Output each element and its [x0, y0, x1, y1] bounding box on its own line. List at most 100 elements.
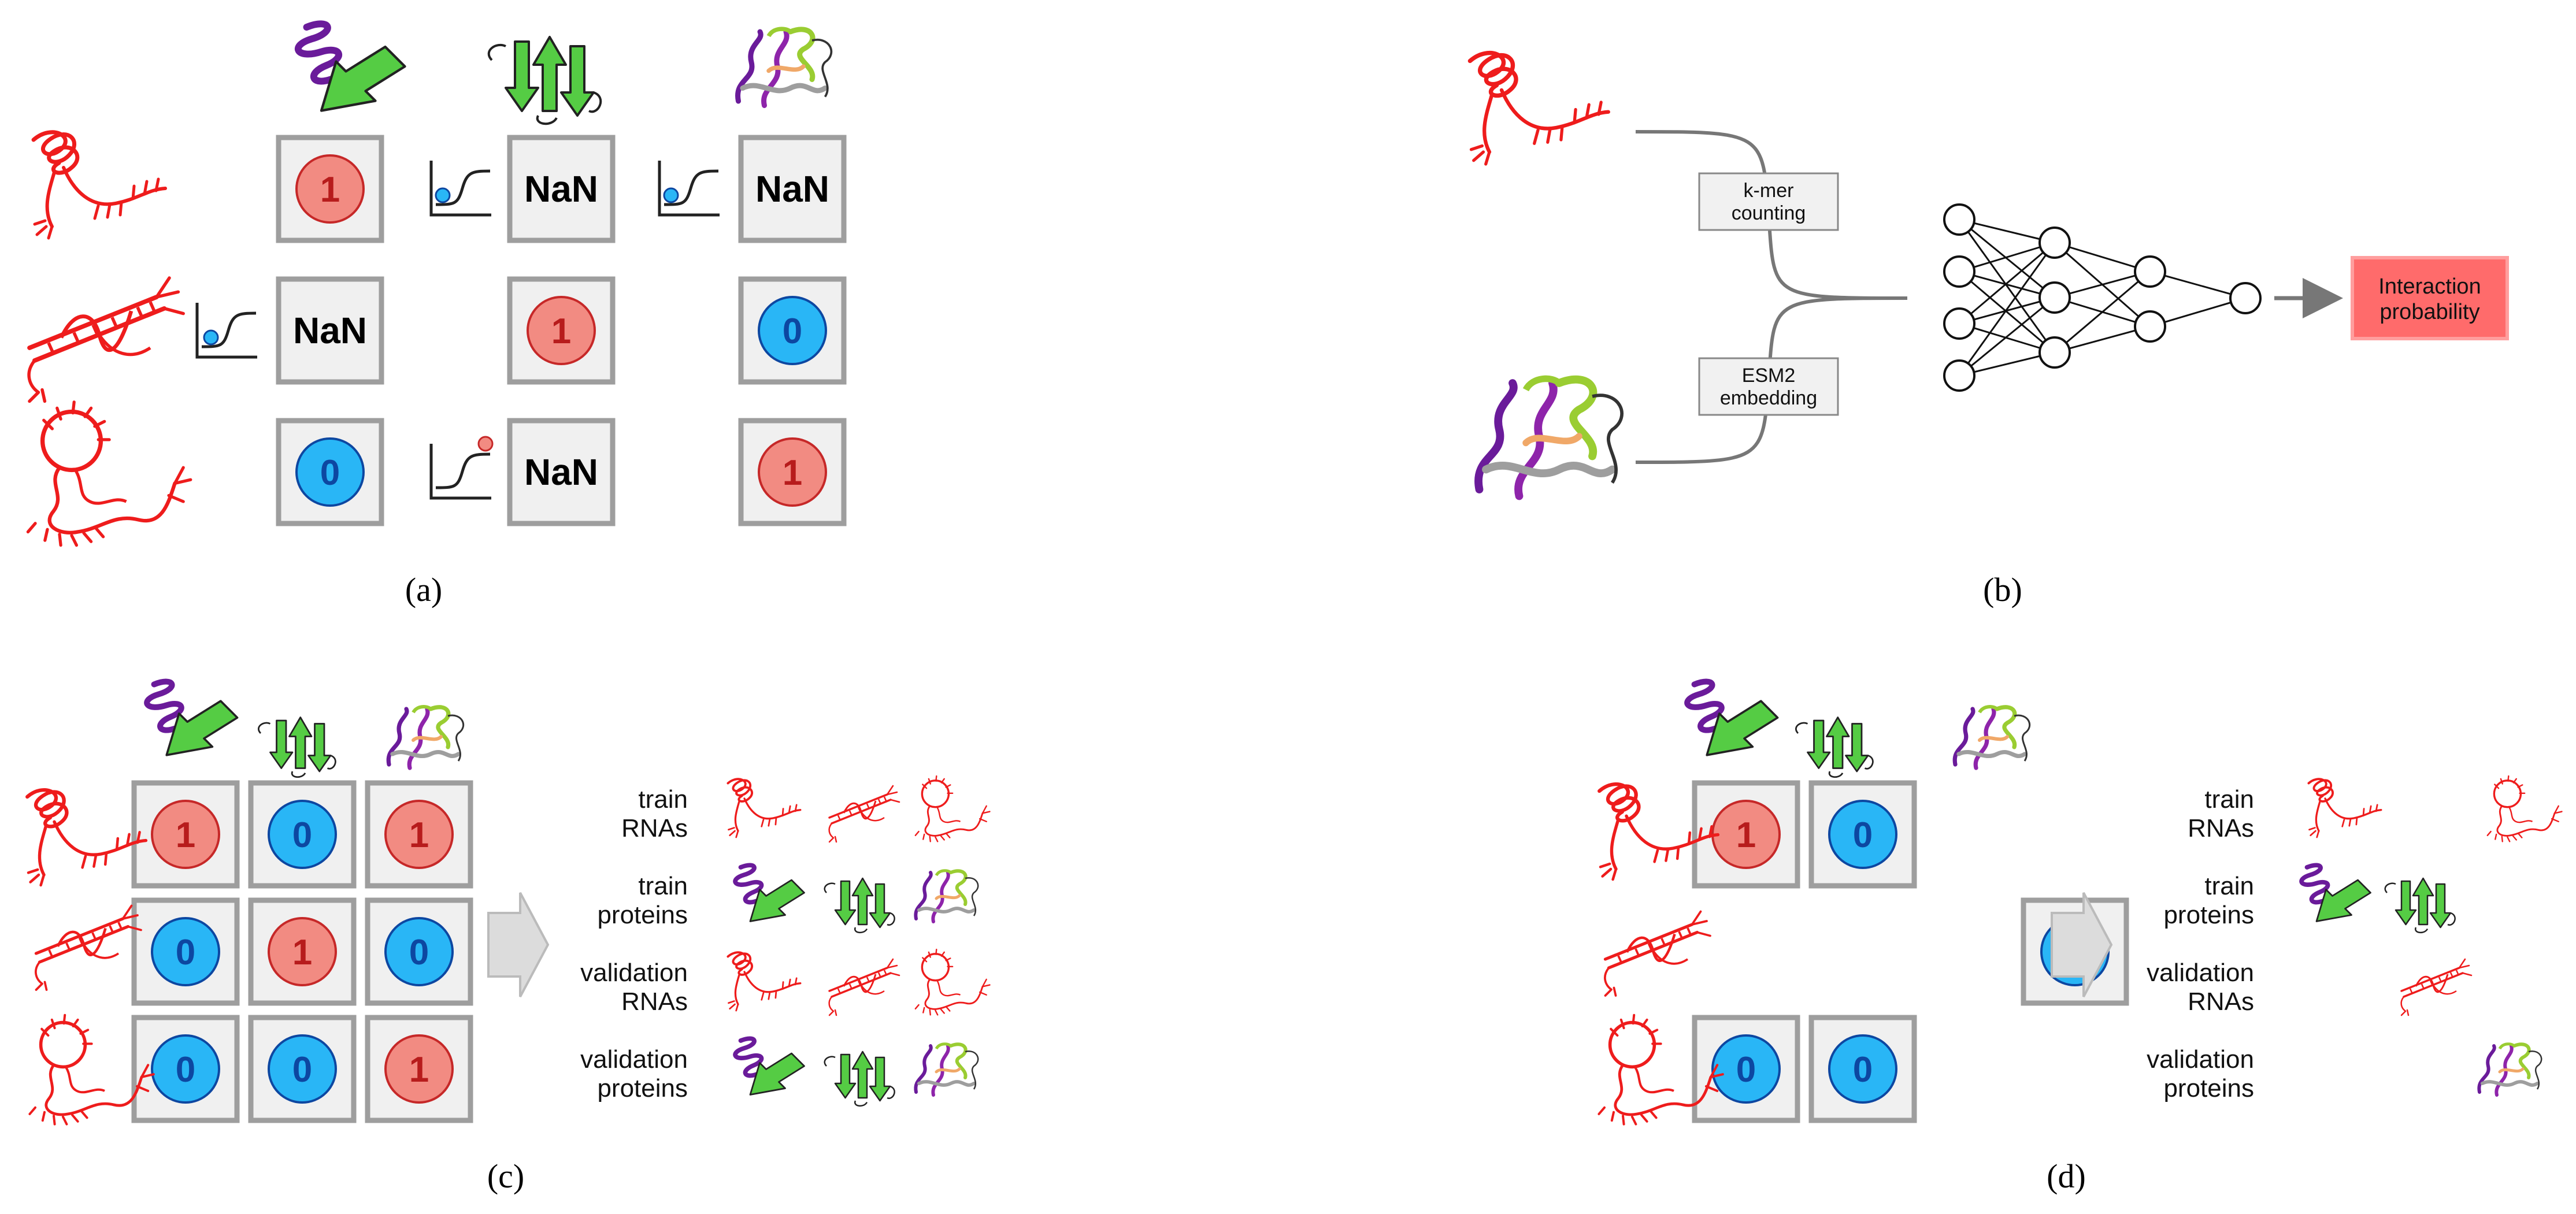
rna-c-structure	[28, 402, 190, 545]
train-rna-b	[828, 785, 900, 843]
rna-a-structure	[27, 790, 146, 885]
cell-value: 1	[551, 311, 571, 351]
negative-interaction-marker	[295, 437, 365, 507]
cell-value: 0	[409, 933, 429, 972]
cell-value: 1	[783, 453, 802, 493]
train-rna-c	[914, 775, 991, 843]
split-label-line: train	[2204, 872, 2254, 900]
matrix-cell: 0	[248, 1015, 357, 1123]
train-protein-b	[2384, 877, 2456, 934]
cell-value: 1	[292, 933, 312, 972]
matrix-cell: 1	[248, 897, 357, 1006]
network-node	[2038, 336, 2071, 369]
negative-interaction-marker	[384, 917, 454, 986]
cell-value: 1	[409, 815, 429, 855]
negative-interaction-marker	[758, 296, 827, 365]
split-label-line: RNAs	[2188, 987, 2254, 1016]
positive-interaction-marker	[268, 917, 337, 986]
validation-protein-c	[2479, 1044, 2541, 1095]
kmer-label-line1: k-mer	[1744, 180, 1794, 202]
positive-interaction-marker	[295, 154, 365, 224]
panel-d-caption: (d)	[2047, 1157, 2086, 1195]
negative-interaction-marker	[1828, 800, 1897, 869]
negative-interaction-marker	[151, 917, 220, 986]
positive-interaction-marker	[527, 296, 596, 365]
panel-d: 10000 trainRNAstrainproteinsvalidationRN…	[1599, 682, 2563, 1195]
protein-input-structure	[1478, 378, 1622, 496]
feature-connector	[1635, 130, 1908, 464]
train-protein-b	[824, 877, 895, 934]
protein-c-structure	[1955, 707, 2029, 768]
cell-value: 0	[1853, 815, 1873, 855]
matrix-cell: NaN	[507, 418, 616, 526]
rna-b-structure	[1605, 912, 1710, 996]
split-label-line: proteins	[2163, 901, 2254, 929]
cell-value: 1	[1736, 815, 1756, 855]
cell-value: 0	[292, 815, 312, 855]
cell-value: 0	[783, 311, 802, 351]
split-label-line: RNAs	[2188, 814, 2254, 842]
matrix-cell: 0	[1692, 1015, 1800, 1123]
split-label-line: proteins	[2163, 1074, 2254, 1102]
protein-a-structure	[147, 682, 237, 755]
protein-a-structure	[298, 24, 405, 110]
train-protein-a	[2301, 865, 2370, 921]
matrix-cell: 1	[738, 418, 847, 526]
split-label-line: validation	[2147, 1045, 2254, 1074]
protein-b-structure	[489, 37, 601, 124]
validation-rna-b	[2400, 958, 2473, 1016]
split-label-line: validation	[580, 959, 688, 987]
validation-protein-a	[735, 1038, 804, 1094]
network-node	[2229, 282, 2262, 314]
affinity-curve-icon	[659, 161, 720, 215]
kmer-counting-box: k-mer counting	[1698, 172, 1839, 231]
cell-value: NaN	[755, 168, 829, 210]
cell-value: NaN	[524, 168, 598, 210]
matrix-cell: NaN	[738, 135, 847, 243]
positive-interaction-marker	[384, 1034, 454, 1104]
validation-rna-a	[727, 951, 802, 1012]
validation-rna-b	[828, 958, 900, 1016]
split-label-line: proteins	[597, 901, 688, 929]
split-label-line: train	[638, 785, 688, 814]
matrix-cell: 1	[276, 135, 384, 243]
rna-b-structure	[29, 278, 183, 401]
split-label-line: train	[2204, 785, 2254, 814]
network-node	[2134, 255, 2166, 288]
interaction-probability-box: Interaction probability	[2351, 256, 2509, 340]
matrix-cell: 0	[1808, 780, 1917, 889]
positive-interaction-marker	[758, 437, 827, 507]
negative-interaction-marker	[151, 1034, 220, 1104]
cell-value: 0	[1736, 1050, 1756, 1090]
affinity-curve-icon	[431, 436, 494, 498]
train-protein-a	[735, 865, 804, 921]
positive-interaction-marker	[384, 800, 454, 869]
affinity-curve-icon	[431, 161, 491, 215]
validation-rna-c	[914, 948, 991, 1016]
train-rna-c	[2486, 775, 2563, 843]
cell-value: 1	[176, 815, 195, 855]
split-label-line: validation	[580, 1045, 688, 1074]
matrix-cell: 0	[131, 897, 240, 1006]
cell-value: 0	[176, 1050, 195, 1090]
cell-value: 1	[320, 170, 340, 210]
train-protein-c	[916, 871, 978, 922]
panel-a-caption: (a)	[405, 571, 442, 608]
protein-b-structure	[257, 716, 336, 778]
kmer-label-line2: counting	[1732, 202, 1806, 224]
split-arrow	[487, 892, 550, 997]
matrix-cell: 1	[1692, 780, 1800, 889]
matrix-cell: NaN	[507, 135, 616, 243]
matrix-cell: 0	[738, 276, 847, 385]
negative-interaction-marker	[1711, 1034, 1781, 1104]
protein-c-structure	[388, 707, 463, 768]
validation-protein-b	[824, 1050, 895, 1107]
